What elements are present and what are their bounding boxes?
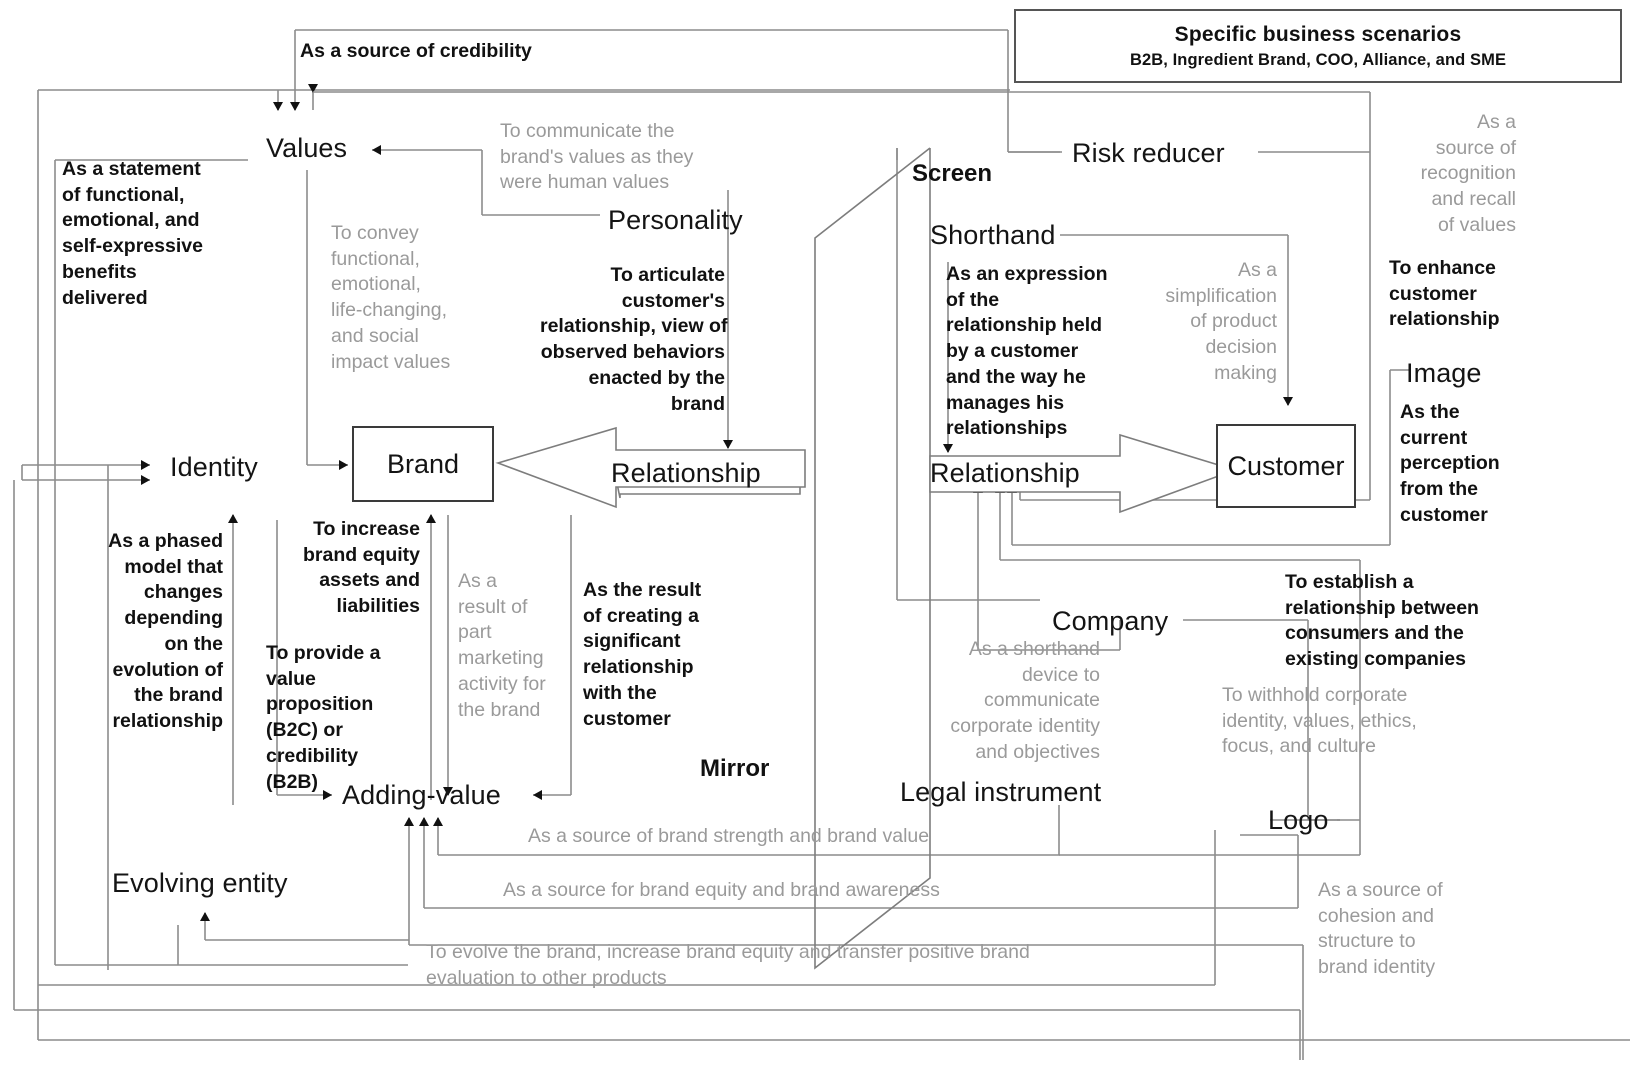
annotation-establish-relationship: To establish a relationship between cons… [1285, 571, 1479, 671]
annotation-value-proposition: To provide a value proposition (B2C) or … [266, 642, 381, 793]
annotation-statement-benefits: As a statement of functional, emotional,… [62, 158, 203, 309]
scenario-title: Specific business scenarios [1174, 22, 1462, 46]
node-personality[interactable]: Personality [608, 205, 743, 235]
node-relationship-right[interactable]: Relationship [930, 458, 1080, 488]
annotation-brand-equity-awareness: As a source for brand equity and brand a… [503, 879, 940, 901]
node-company[interactable]: Company [1052, 606, 1169, 636]
node-adding-value[interactable]: Adding-value [342, 780, 501, 810]
node-logo[interactable]: Logo [1268, 805, 1329, 835]
node-customer-label: Customer [1227, 450, 1345, 481]
node-evolving-entity[interactable]: Evolving entity [112, 868, 288, 898]
annotation-significant-relationship: As the result of creating a significant … [583, 579, 702, 730]
annotation-current-perception: As the current perception from the custo… [1400, 401, 1500, 526]
node-risk-reducer[interactable]: Risk reducer [1072, 138, 1225, 168]
annotation-expression-relationship: As an expression of the relationship hel… [946, 263, 1108, 440]
node-identity[interactable]: Identity [170, 452, 258, 482]
annotation-evolve-brand: To evolve the brand, increase brand equi… [426, 941, 1030, 989]
node-brand-label: Brand [386, 448, 460, 479]
section-label-mirror: Mirror [700, 755, 770, 782]
annotation-withhold-corporate: To withhold corporate identity, values, … [1222, 684, 1417, 758]
node-relationship-left[interactable]: Relationship [611, 458, 761, 488]
scenario-legend-box: Specific business scenarios B2B, Ingredi… [1014, 9, 1622, 83]
annotation-enhance-customer-relationship: To enhance customer relationship [1389, 257, 1500, 331]
node-customer-box[interactable]: Customer [1216, 424, 1356, 508]
annotation-increase-brand-equity: To increase brand equity assets and liab… [302, 518, 420, 618]
node-brand-box[interactable]: Brand [352, 426, 494, 502]
annotation-articulate-customer: To articulate customer's relationship, v… [540, 264, 728, 415]
annotation-phased-model: As a phased model that changes depending… [108, 530, 223, 733]
section-label-screen: Screen [912, 160, 993, 187]
annotation-communicate-human-values: To communicate the brand's values as the… [500, 120, 694, 194]
annotation-recognition-recall: As a source of recognition and recall of… [1420, 111, 1516, 236]
node-values[interactable]: Values [266, 133, 348, 163]
annotation-cohesion-structure: As a source of cohesion and structure to… [1318, 879, 1443, 979]
annotation-shorthand-device: As a shorthand device to communicate cor… [950, 638, 1100, 763]
annotation-brand-strength: As a source of brand strength and brand … [528, 825, 930, 847]
annotation-convey-values: To convey functional, emotional, life-ch… [331, 222, 451, 373]
annotation-simplification-decision: As a simplification of product decision … [1165, 259, 1277, 384]
annotation-part-marketing: As a result of part marketing activity f… [458, 570, 546, 721]
node-image[interactable]: Image [1406, 358, 1482, 388]
annotation-credibility: As a source of credibility [300, 40, 532, 62]
node-legal-instrument[interactable]: Legal instrument [900, 777, 1102, 807]
node-shorthand[interactable]: Shorthand [930, 220, 1056, 250]
scenario-subtitle: B2B, Ingredient Brand, COO, Alliance, an… [1129, 50, 1507, 69]
